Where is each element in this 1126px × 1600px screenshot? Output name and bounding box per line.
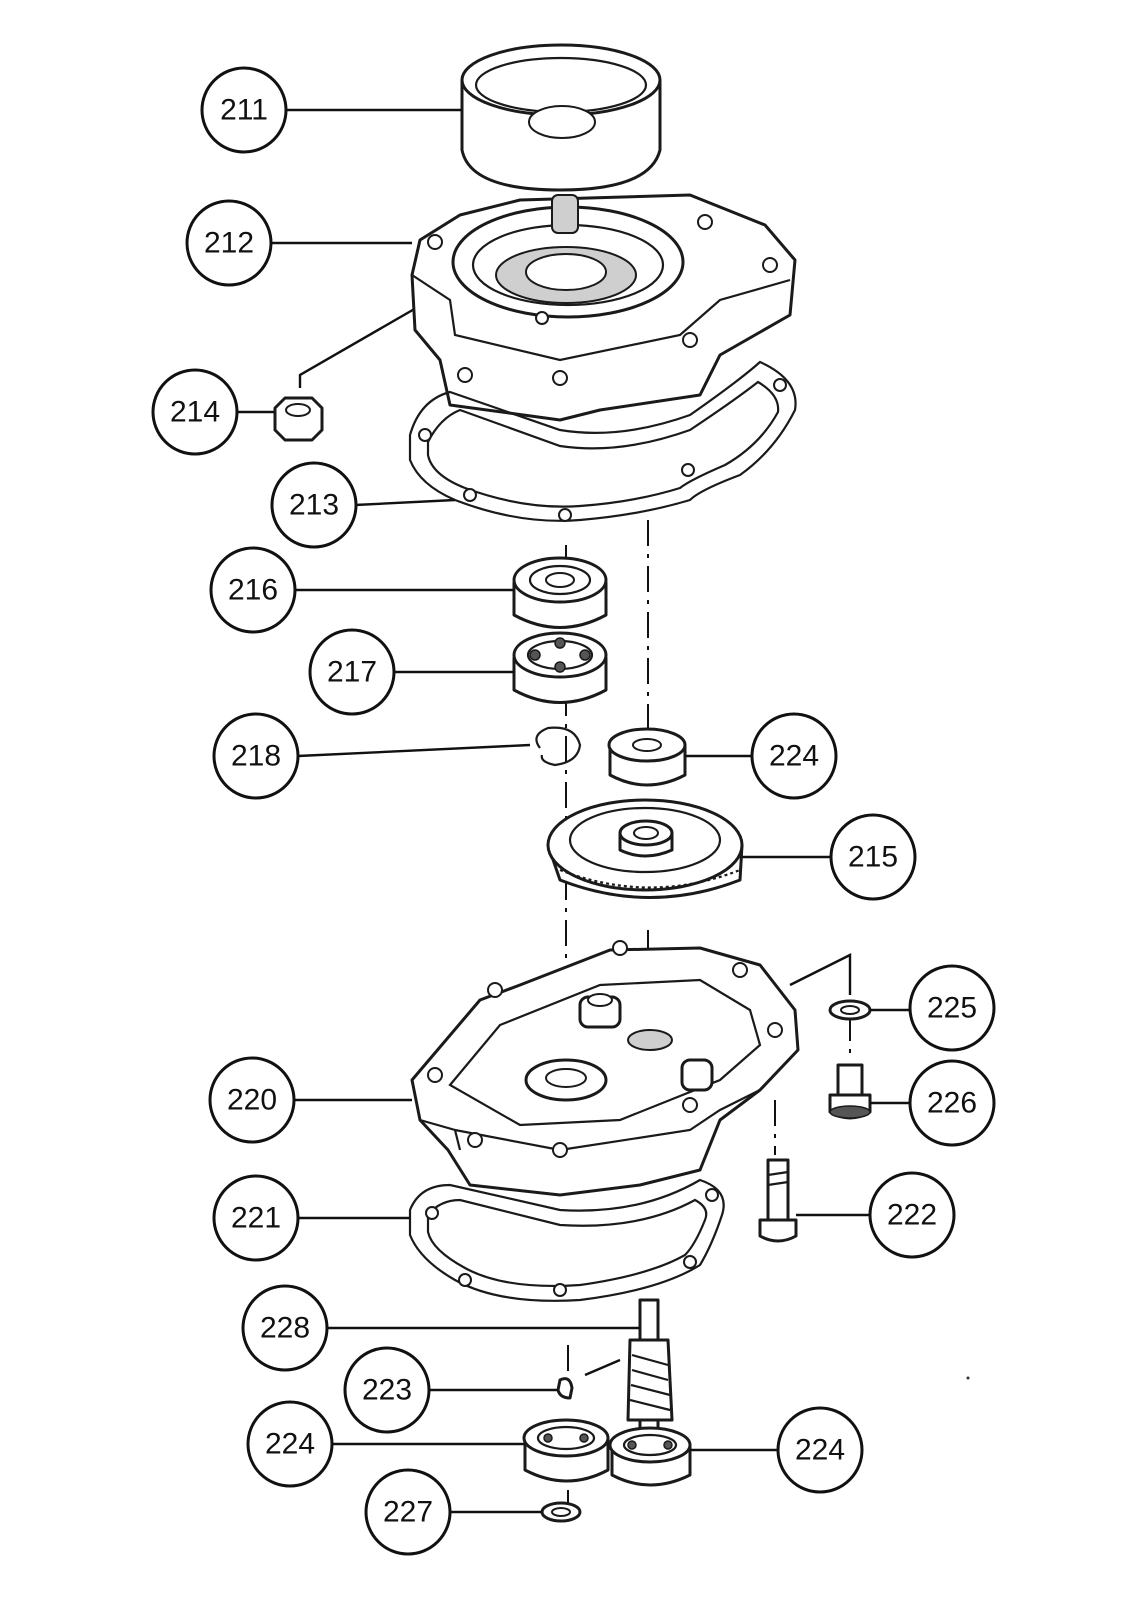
callout-224-upper: 224 xyxy=(750,712,838,800)
callout-label: 223 xyxy=(362,1374,412,1407)
callout-216: 216 xyxy=(209,546,297,634)
callout-228: 228 xyxy=(241,1284,329,1372)
part-225-washer xyxy=(828,999,872,1021)
callout-220: 220 xyxy=(208,1056,296,1144)
part-221-gasket xyxy=(408,1178,725,1302)
callout-label: 228 xyxy=(260,1312,310,1345)
callout-223: 223 xyxy=(343,1346,431,1434)
callout-label: 213 xyxy=(289,489,339,522)
callout-label: 225 xyxy=(927,992,977,1025)
callout-label: 212 xyxy=(204,227,254,260)
callout-label: 224 xyxy=(795,1434,845,1467)
callout-224-lower-right: 224 xyxy=(776,1406,864,1494)
callout-212: 212 xyxy=(185,199,273,287)
part-217-ball-bearing xyxy=(512,631,608,704)
part-218-snap-ring xyxy=(535,726,582,767)
part-224-lower-right-bearing xyxy=(608,1426,692,1487)
callout-label: 217 xyxy=(327,656,377,689)
speck-mark xyxy=(966,1376,970,1380)
part-227-clip xyxy=(540,1501,582,1523)
callout-213: 213 xyxy=(270,461,358,549)
callout-227: 227 xyxy=(364,1468,452,1556)
callout-218: 218 xyxy=(212,712,300,800)
callout-224-lower-left: 224 xyxy=(246,1400,334,1488)
callout-label: 224 xyxy=(265,1428,315,1461)
part-216-bearing xyxy=(512,556,608,629)
callout-label: 215 xyxy=(848,841,898,874)
callout-221: 221 xyxy=(212,1174,300,1262)
callout-label: 220 xyxy=(227,1084,277,1117)
part-211-cup xyxy=(460,43,662,192)
part-223-key xyxy=(556,1377,574,1400)
callout-label: 224 xyxy=(769,740,819,773)
callout-225: 225 xyxy=(908,964,996,1052)
callout-222: 222 xyxy=(868,1171,956,1259)
callout-label: 214 xyxy=(170,396,220,429)
part-222-bolt xyxy=(758,1158,798,1243)
callout-label: 222 xyxy=(887,1199,937,1232)
part-226-drain-plug xyxy=(828,1063,872,1120)
leader-lines xyxy=(237,108,912,1514)
part-215-gear xyxy=(546,798,744,899)
callout-214: 214 xyxy=(151,368,239,456)
callout-217: 217 xyxy=(308,628,396,716)
part-228-pinion-shaft xyxy=(626,1298,674,1447)
callout-label: 227 xyxy=(383,1496,433,1529)
part-213-gasket xyxy=(408,360,797,522)
part-224-upper-bearing xyxy=(607,727,687,787)
part-212-upper-housing xyxy=(410,193,797,422)
callout-211: 211 xyxy=(200,66,288,154)
callout-label: 211 xyxy=(220,94,268,127)
callout-label: 216 xyxy=(228,574,278,607)
callout-215: 215 xyxy=(829,813,917,901)
callout-226: 226 xyxy=(908,1059,996,1147)
part-224-lower-left-bearing xyxy=(522,1418,610,1483)
part-214-nut xyxy=(273,396,324,442)
callout-label: 221 xyxy=(231,1202,281,1235)
part-220-lower-housing xyxy=(410,940,800,1197)
callout-label: 218 xyxy=(231,740,281,773)
callout-label: 226 xyxy=(927,1087,977,1120)
